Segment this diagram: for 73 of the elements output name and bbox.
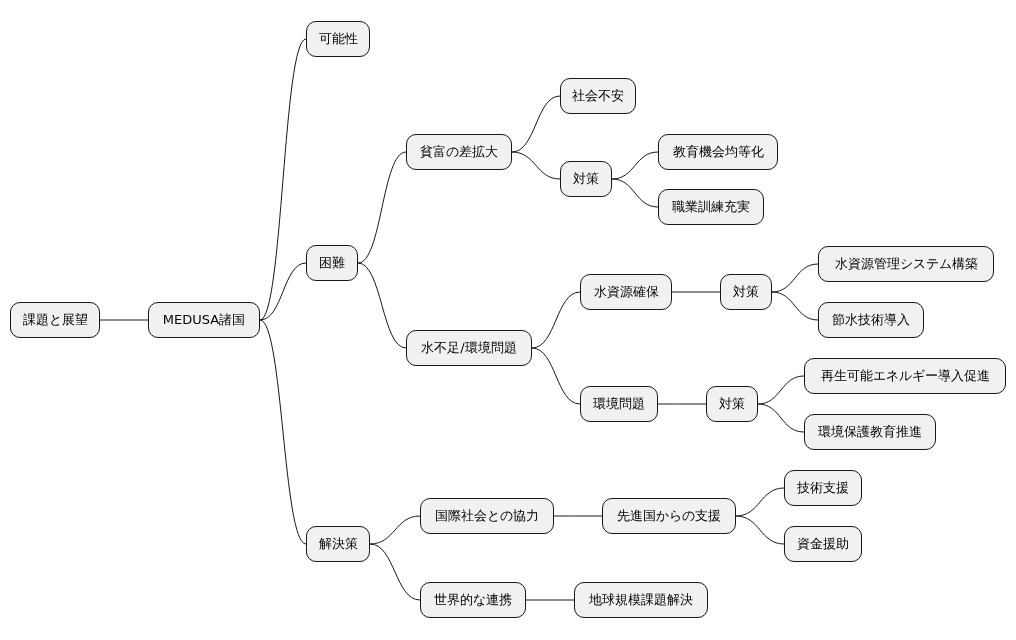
connector-line	[525, 599, 575, 601]
topic-box	[574, 582, 708, 618]
topic-box	[406, 330, 532, 366]
connector-line	[771, 263, 819, 293]
topic-text: 可能性	[318, 30, 358, 48]
topic-box	[658, 134, 778, 170]
connector-line	[369, 515, 421, 545]
topic-box	[306, 245, 358, 281]
topic-text: 国際社会との協力	[435, 507, 539, 525]
topic-box	[658, 189, 764, 225]
topic-box	[406, 134, 512, 170]
topic-text: 資金援助	[797, 535, 849, 553]
topic-box	[804, 414, 936, 450]
connector-line	[657, 403, 707, 405]
topic-text: 水資源確保	[593, 283, 659, 301]
topic-text: 技術支援	[797, 479, 849, 497]
topic-text: 対策	[733, 283, 759, 301]
topic-box	[804, 358, 1006, 394]
connector-line	[99, 319, 149, 321]
topic-text: 先進国からの支援	[617, 507, 721, 525]
topic-text: 水資源管理システム構築	[834, 255, 978, 273]
topic-text: 貧富の差拡大	[420, 143, 498, 161]
topic-box	[420, 498, 554, 534]
connector-line	[553, 515, 603, 517]
connector-line	[531, 291, 581, 349]
topic-text: 対策	[719, 395, 745, 413]
connector-line	[757, 403, 805, 433]
connector-line	[357, 262, 407, 349]
topic-box	[784, 470, 862, 506]
topic-text: 課題と展望	[22, 311, 88, 329]
connector-line	[259, 38, 307, 321]
topic-text: 水不足/環境問題	[421, 339, 517, 357]
topic-box	[560, 161, 612, 197]
topic-text: 困難	[319, 254, 345, 272]
connector-line	[611, 178, 659, 208]
topic-text: 職業訓練充実	[672, 198, 750, 216]
topic-text: 社会不安	[572, 87, 624, 105]
topic-text: 節水技術導入	[832, 311, 910, 329]
topic-box	[818, 302, 924, 338]
topic-box	[306, 21, 370, 57]
connector-line	[259, 319, 307, 545]
topic-box	[720, 274, 772, 310]
topic-text: 解決策	[318, 535, 358, 553]
connector-line	[771, 291, 819, 321]
connector-line	[671, 291, 721, 293]
topic-text: 対策	[573, 170, 599, 188]
topic-box	[148, 302, 260, 338]
connector-line	[357, 151, 407, 264]
topic-box	[784, 526, 862, 562]
topic-box	[602, 498, 736, 534]
connector-line	[735, 487, 785, 517]
connector-line	[511, 151, 561, 180]
topic-text: 環境問題	[593, 395, 645, 413]
connector-line	[259, 262, 307, 321]
connector-line	[511, 95, 561, 153]
topic-text: 教育機会均等化	[672, 143, 764, 161]
topic-text: 地球規模課題解決	[589, 591, 693, 609]
connector-line	[735, 515, 785, 545]
topic-text: 環境保護教育推進	[818, 423, 922, 441]
topic-text: 世界的な連携	[434, 591, 512, 609]
topic-box	[580, 274, 672, 310]
topic-box	[560, 78, 636, 114]
topic-text: 再生可能エネルギー導入促進	[820, 367, 990, 385]
topic-box	[306, 526, 370, 562]
connector-line	[611, 151, 659, 180]
topic-text: MEDUSA諸国	[162, 311, 246, 329]
topic-box	[580, 386, 658, 422]
topic-box	[706, 386, 758, 422]
topic-box	[818, 246, 994, 282]
connector-line	[531, 347, 581, 405]
connector-line	[369, 543, 421, 601]
topic-box	[10, 302, 100, 338]
topic-box	[420, 582, 526, 618]
